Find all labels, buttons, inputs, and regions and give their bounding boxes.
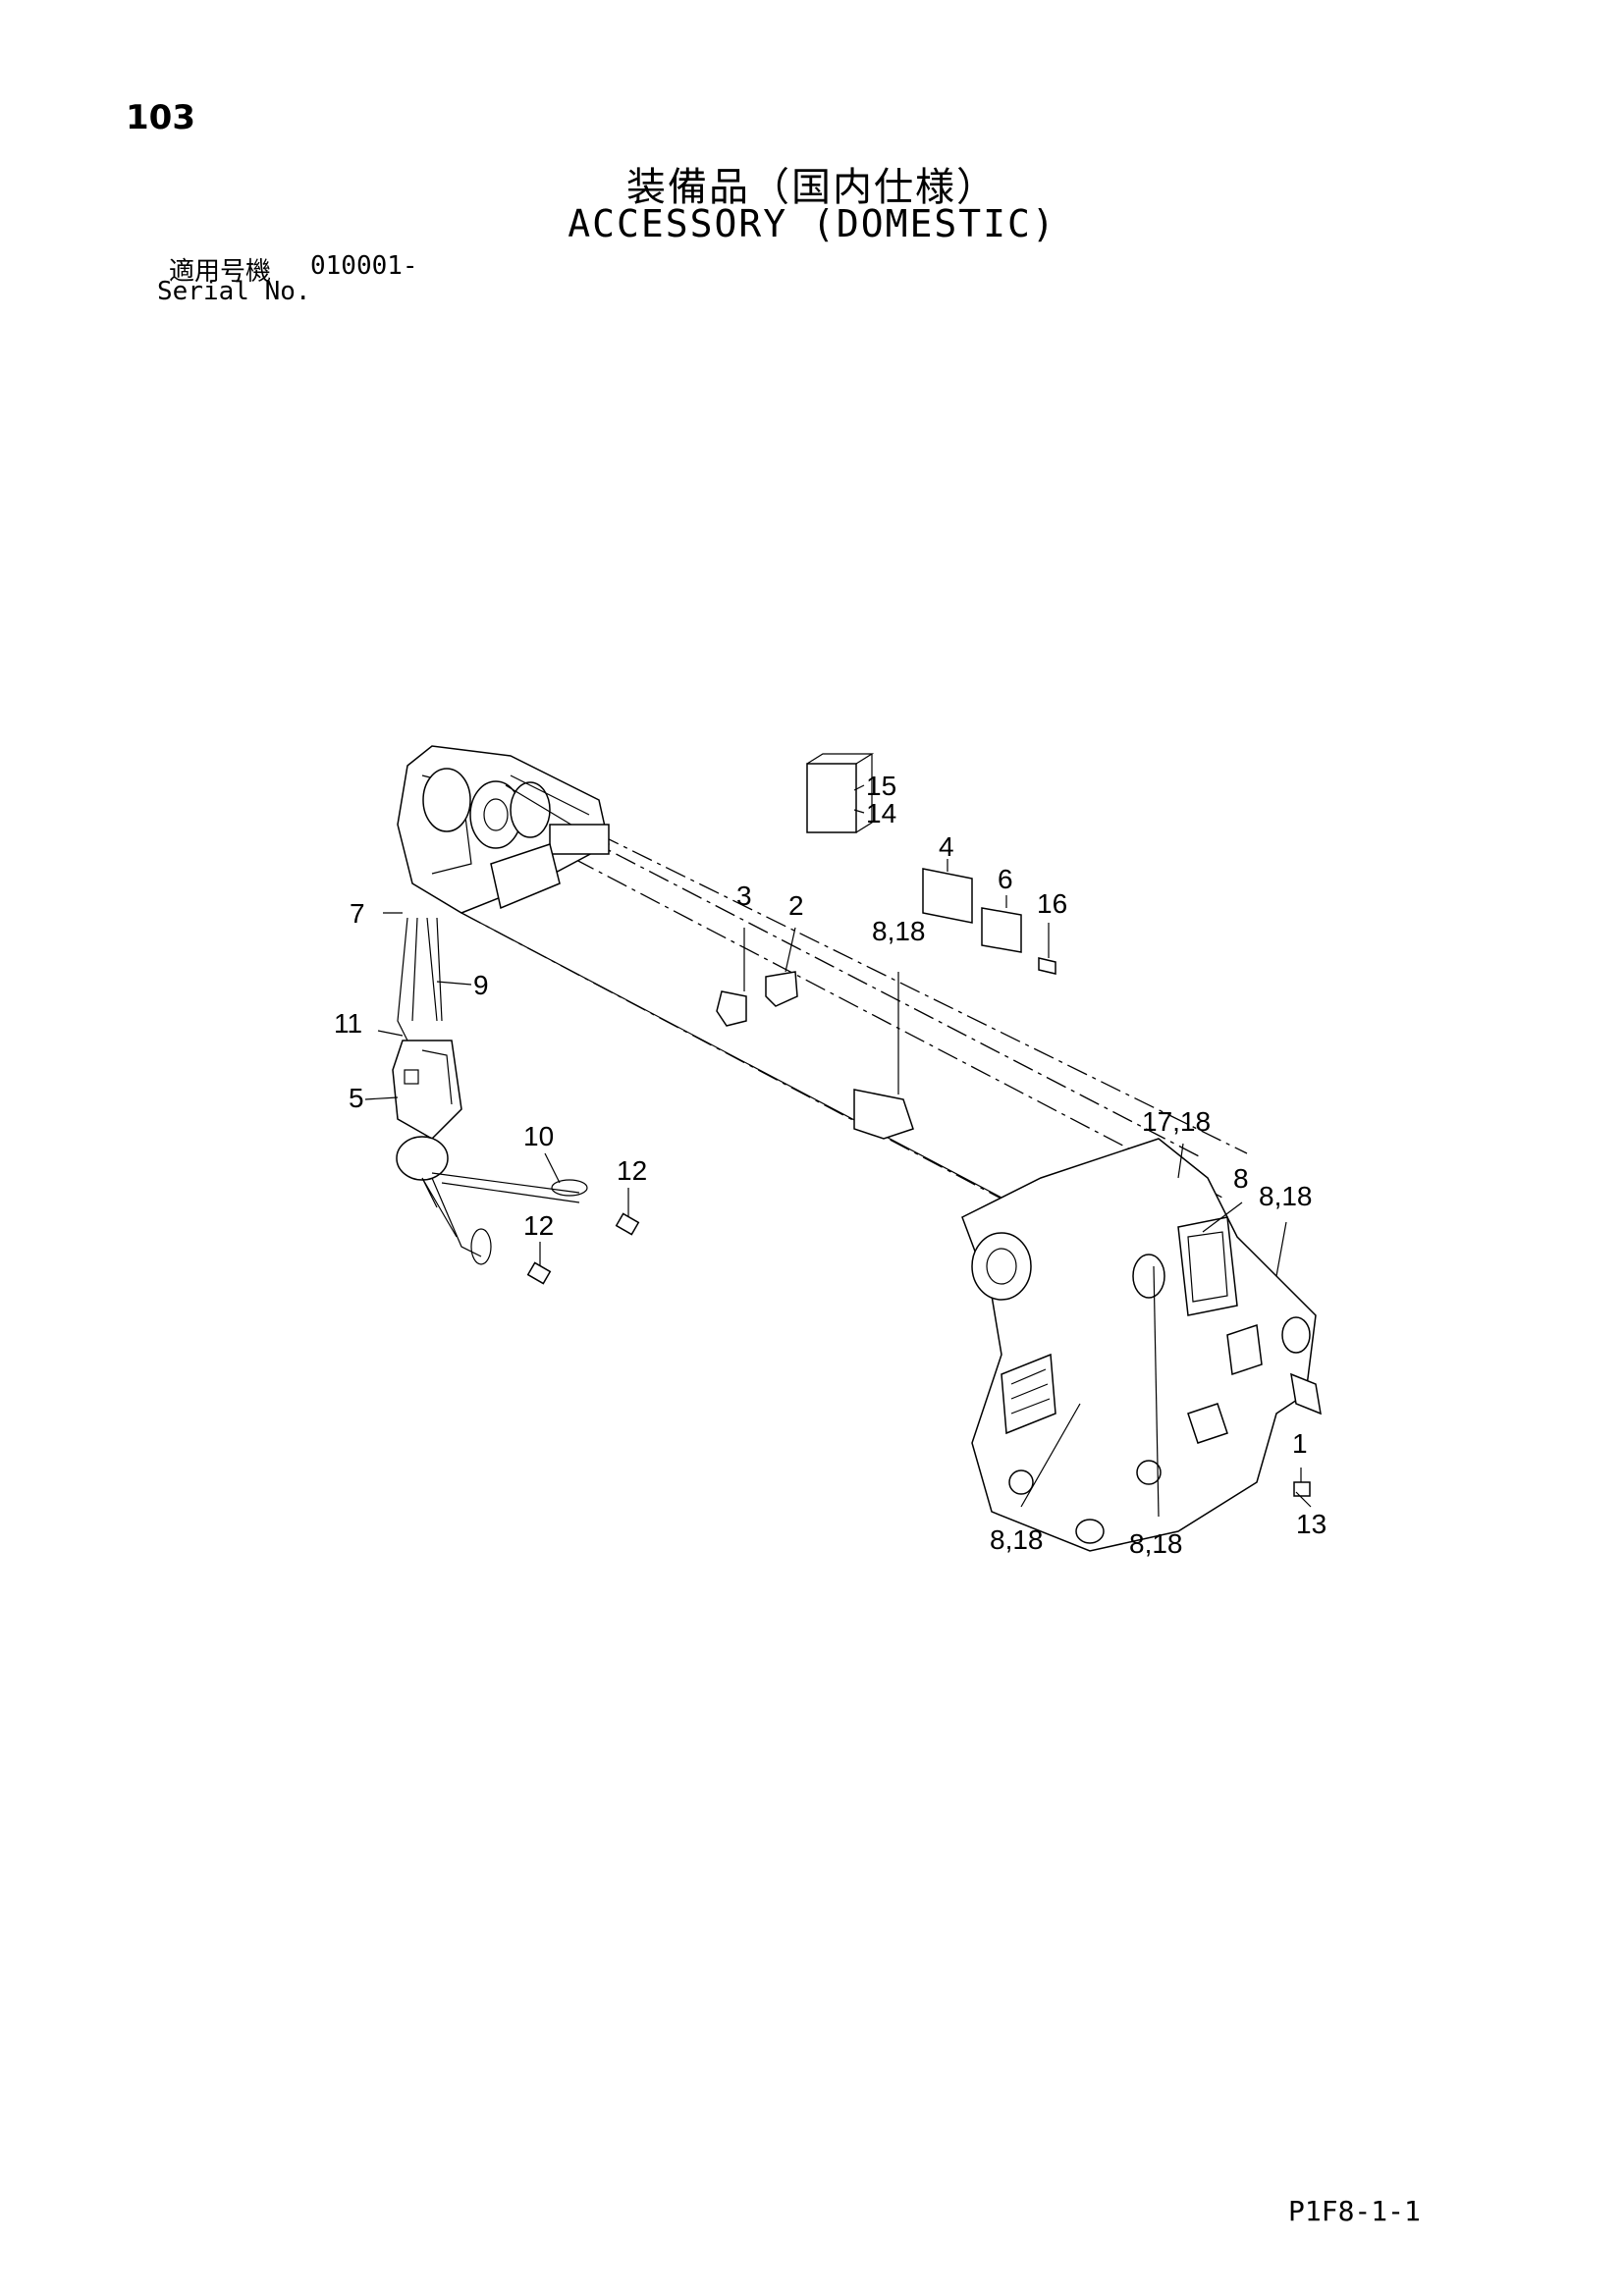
callout-10: 10: [523, 1121, 554, 1151]
serial-label-english: Serial No.: [157, 277, 311, 306]
small-parts: [526, 753, 1311, 1497]
callout-9: 9: [473, 970, 489, 1000]
page-title-japanese: 装備品（国内仕様）: [626, 165, 998, 210]
boom-head-assembly: [397, 745, 610, 914]
callout-labels: 15 14 4 6 16 3 2 8,18 7 9 11 5 10 12 12 …: [334, 771, 1326, 1559]
page-number: 103: [126, 98, 195, 137]
callout-12-lower: 12: [523, 1210, 554, 1241]
callout-12-upper: 12: [617, 1155, 647, 1186]
callout-15: 15: [866, 771, 896, 801]
callout-4: 4: [939, 831, 954, 862]
callout-8-18-right: 8,18: [1259, 1181, 1313, 1211]
page-title-english: ACCESSORY (DOMESTIC): [568, 202, 1056, 245]
callout-3: 3: [736, 881, 752, 911]
base-turntable-assembly: [961, 1138, 1322, 1552]
callout-7: 7: [350, 898, 365, 929]
hook-block-assembly: [392, 917, 588, 1265]
callout-11: 11: [334, 1008, 362, 1039]
leader-lines: [364, 784, 1312, 1518]
callout-8-18-boom: 8,18: [872, 916, 926, 946]
callout-16: 16: [1037, 888, 1067, 919]
callout-5: 5: [349, 1083, 364, 1113]
serial-label-japanese: 適用号機: [169, 257, 272, 287]
page-code: P1F8-1-1: [1288, 2195, 1421, 2227]
callout-13: 13: [1296, 1509, 1326, 1539]
callout-14: 14: [866, 798, 896, 828]
boom-outline: [460, 819, 1248, 1267]
serial-number-value: 010001-: [310, 251, 418, 281]
callout-8: 8: [1233, 1163, 1249, 1194]
callout-8-18-bottom-left: 8,18: [990, 1524, 1044, 1555]
callout-8-18-bottom-right: 8,18: [1129, 1528, 1183, 1559]
callout-2: 2: [788, 890, 804, 921]
callout-17-18: 17,18: [1142, 1106, 1211, 1137]
callout-1: 1: [1292, 1428, 1308, 1459]
callout-6: 6: [998, 864, 1013, 894]
